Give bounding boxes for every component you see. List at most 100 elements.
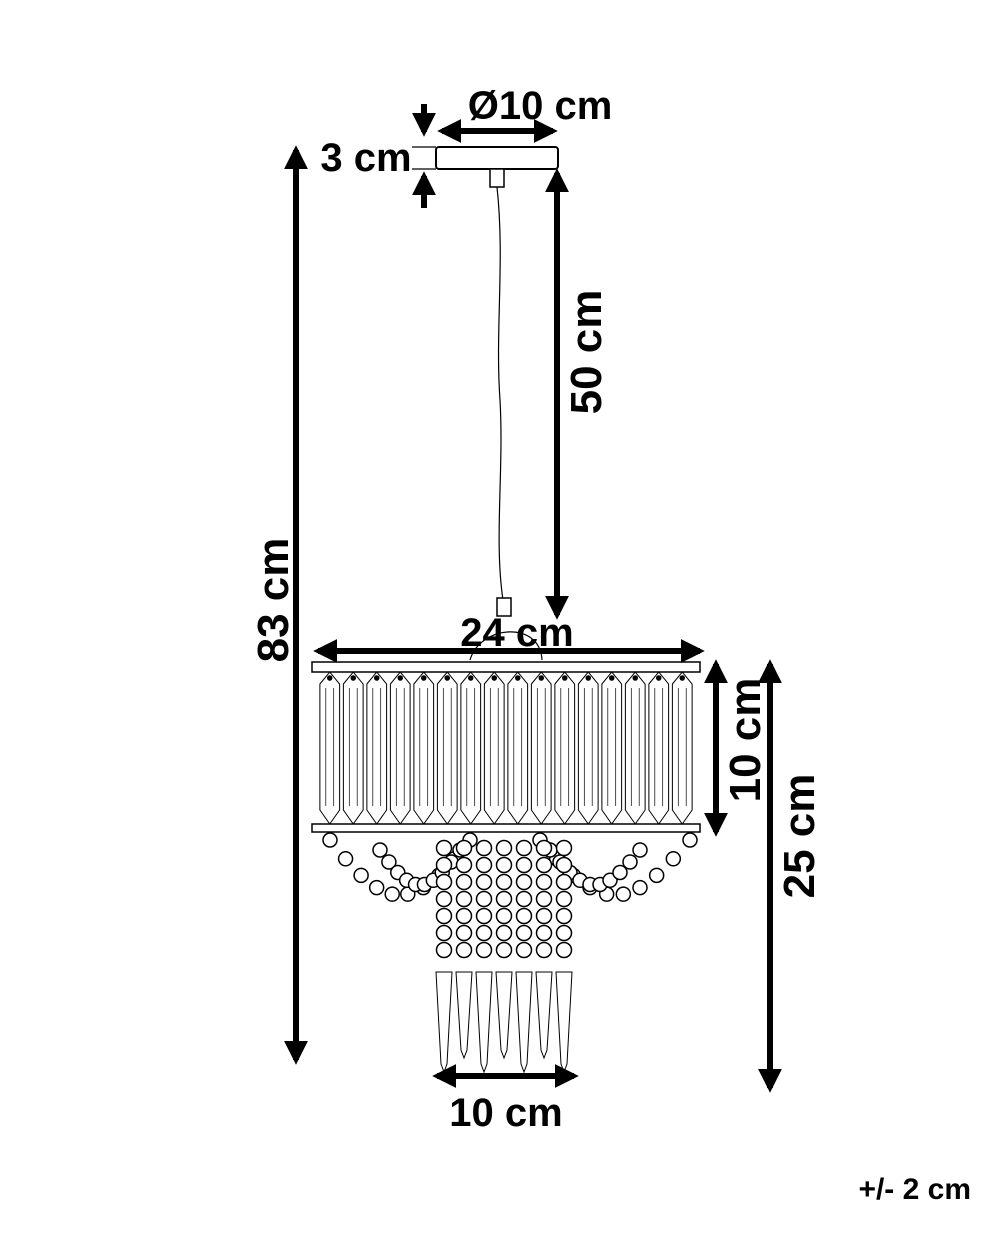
prism-hook [327,675,333,681]
bead [535,839,553,857]
prism [460,671,482,825]
prism-hook [374,675,380,681]
crystal-drop [475,971,493,1074]
prism [413,671,435,825]
prism-facet [583,688,593,806]
canopy [435,146,559,170]
bead [555,873,573,891]
shade-width-label: 24 cm [460,611,573,655]
prism-facet [348,688,358,806]
bead [555,839,573,857]
prism-hook [585,675,591,681]
bead [455,839,473,857]
prism-facet [560,688,570,806]
bead [495,907,513,925]
prism-facet [466,688,476,806]
prism [624,671,646,825]
crystal-drop [535,971,553,1060]
prism [389,671,411,825]
bead [455,907,473,925]
bead [475,873,493,891]
tolerance-note: +/- 2 cm [858,1173,971,1206]
bead [615,886,632,902]
bead [495,839,513,857]
prism-hook [491,675,497,681]
prism-facet [536,688,546,806]
crystal-drop [455,971,473,1060]
prism-facet [654,688,664,806]
bead [535,873,553,891]
bead [622,854,638,870]
bead [372,842,388,858]
prism-hook [397,675,403,681]
prism-facet [442,688,452,806]
bead [555,941,573,959]
crystal-drop [435,971,453,1074]
prism-hook [538,675,544,681]
ring-height-label: 10 cm [721,678,770,803]
bead [535,924,553,942]
top-ring [311,661,701,673]
prism-hook [421,675,427,681]
bead [337,851,354,867]
prism-hook [515,675,521,681]
bead [435,856,453,874]
bead [535,907,553,925]
bead [435,941,453,959]
bead [495,924,513,942]
canopy-diameter-label: Ø10 cm [468,84,613,128]
bead [665,851,682,867]
bead [515,873,533,891]
bead [515,907,533,925]
shade-height-label: 25 cm [775,774,824,899]
bead [435,873,453,891]
crystal-drop [515,971,533,1074]
prism [554,671,576,825]
prism-facet [513,688,523,806]
prism [601,671,623,825]
bead [612,864,628,881]
bead [475,890,493,908]
prism-hook [656,675,662,681]
prism [530,671,552,825]
prism [577,671,599,825]
prism [319,671,341,825]
crystal-drop [495,971,513,1060]
bead [435,839,453,857]
bead [455,924,473,942]
bead [555,890,573,908]
bead [515,890,533,908]
prism [342,671,364,825]
prism-facet [395,688,405,806]
bead [435,924,453,942]
prism-hook [632,675,638,681]
bead [455,873,473,891]
prism [366,671,388,825]
prism [483,671,505,825]
prism-facet [489,688,499,806]
prism-hook [679,675,685,681]
bead [455,890,473,908]
prism-hook [562,675,568,681]
lamp-illustration [311,146,701,1074]
bead [353,867,369,884]
bead [495,856,513,874]
bottom-width-label: 10 cm [449,1091,562,1135]
bead [368,879,385,896]
bead [535,890,553,908]
bead [435,907,453,925]
prism-hook [468,675,474,681]
cord-clamp [496,597,512,617]
bead [535,941,553,959]
canopy-connector [489,168,505,188]
bead [555,924,573,942]
total-height-label: 83 cm [249,538,298,663]
bottom-ring [311,823,701,833]
prism-hook [609,675,615,681]
bead [475,856,493,874]
bead [515,924,533,942]
bead [602,872,618,889]
bead [455,941,473,959]
bead [515,839,533,857]
